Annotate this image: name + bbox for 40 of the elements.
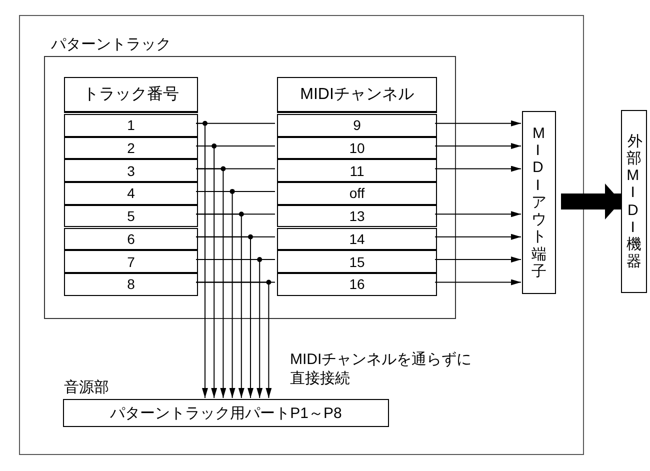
annotation-text: MIDIチャンネルを通らずに直接接続 bbox=[290, 351, 473, 388]
table-cell: 16 bbox=[277, 272, 437, 296]
connector-arrow bbox=[434, 279, 522, 286]
table-cell: 10 bbox=[277, 136, 437, 160]
connector-arrow bbox=[434, 166, 522, 172]
diagram-frame bbox=[19, 15, 584, 455]
connector-arrow bbox=[434, 120, 522, 126]
vertical-label: 外部MIDI機器 bbox=[626, 132, 642, 270]
table-cell: 6 bbox=[64, 228, 198, 250]
connector-arrow bbox=[434, 211, 522, 218]
table-cell: 9 bbox=[277, 114, 437, 137]
connector-arrow bbox=[196, 236, 254, 398]
box-heading: 音源部 bbox=[64, 378, 109, 397]
table-cell: 5 bbox=[64, 204, 198, 228]
table-cell: 8 bbox=[64, 272, 198, 296]
group-heading: パターントラック bbox=[51, 35, 171, 54]
table-cell: 3 bbox=[64, 159, 198, 182]
table-cell: 14 bbox=[277, 228, 437, 250]
connector-arrow bbox=[434, 256, 522, 263]
connector-arrow bbox=[434, 143, 522, 150]
connector-arrow bbox=[196, 122, 208, 398]
signal-arrow bbox=[561, 184, 621, 220]
connector-arrow bbox=[196, 168, 226, 398]
table-cell: 1 bbox=[64, 114, 198, 137]
vertical-label-box bbox=[522, 111, 556, 294]
table-cell: 4 bbox=[64, 182, 198, 205]
vertical-label-box bbox=[621, 110, 647, 293]
column-header: トラック番号 bbox=[64, 77, 198, 113]
table-cell: 2 bbox=[64, 136, 198, 160]
column-header: MIDIチャンネル bbox=[277, 77, 437, 113]
table-cell: 11 bbox=[277, 159, 437, 182]
table-cell: 15 bbox=[277, 250, 437, 273]
connector-arrow bbox=[196, 282, 272, 398]
table-cell: 7 bbox=[64, 250, 198, 273]
vertical-label: MIDIアウト端子 bbox=[532, 124, 546, 280]
table-cell: 13 bbox=[277, 204, 437, 228]
parts-label: パターントラック用パートP1～P8 bbox=[110, 404, 342, 422]
connector-arrow bbox=[196, 214, 244, 398]
connector-arrow bbox=[434, 234, 522, 240]
table-cell: off bbox=[277, 182, 437, 205]
